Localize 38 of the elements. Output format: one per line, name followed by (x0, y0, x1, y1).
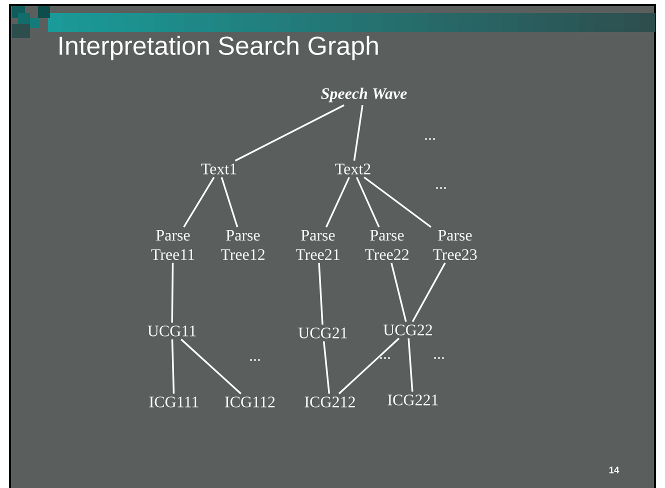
ellipsis: ... (380, 357, 390, 359)
tree-label: Parse Tree23 (432, 230, 477, 260)
node-label: ICG221 (388, 394, 438, 406)
connector-line (325, 176, 350, 228)
tree-label: Parse Tree21 (296, 230, 340, 260)
connector-line (322, 341, 330, 394)
connector-line (318, 262, 324, 325)
node-label: Text1 (201, 164, 236, 174)
ellipsis: ... (250, 359, 260, 361)
connector-line (408, 338, 414, 392)
connector-line (220, 177, 238, 228)
connector-line (183, 176, 215, 228)
ellipsis: ... (434, 357, 444, 359)
tree-label: Parse Tree22 (364, 230, 408, 260)
ellipsis: ... (425, 138, 435, 140)
node-label: Speech Wave (321, 88, 407, 102)
ellipsis: ... (436, 187, 446, 189)
connector-line (171, 262, 174, 323)
connector-line (353, 105, 364, 161)
connector-line (356, 176, 380, 228)
tree-label: Parse Tree11 (151, 230, 194, 260)
connector-line (338, 338, 400, 394)
connector-line (180, 338, 242, 394)
node-label: Text2 (335, 164, 370, 174)
slide-title: Interpretation Search Graph (60, 36, 378, 60)
node-label: UCG21 (298, 328, 347, 338)
connector-line (171, 339, 175, 394)
node-label: UCG22 (383, 324, 432, 336)
connector-line (412, 262, 446, 322)
tree-label: Parse Tree12 (220, 230, 264, 260)
node-label: ICG111 (149, 396, 198, 408)
node-label: ICG112 (225, 396, 275, 408)
node-label: UCG11 (148, 326, 196, 336)
connector-line (390, 262, 407, 322)
node-label: ICG212 (304, 396, 355, 408)
page-number: 14 (609, 466, 620, 474)
connector-line (234, 104, 344, 162)
connector-line (364, 176, 432, 228)
